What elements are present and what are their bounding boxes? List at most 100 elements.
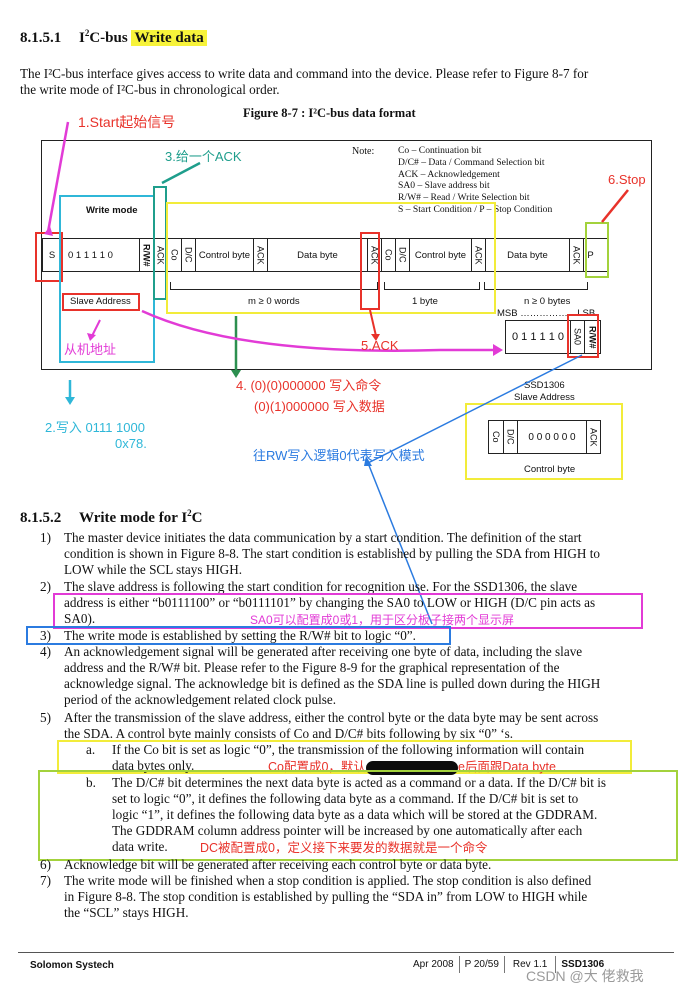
annotation-rw-note: 往RW写入逻辑0代表写入模式 [253, 448, 425, 463]
cb-ack-cell: ACK [586, 421, 600, 453]
list-item-line: After the transmission of the slave addr… [64, 710, 599, 725]
watermark: CSDN @大 佬救我 [526, 968, 644, 984]
list-item-line: condition is shown in Figure 8-8. The st… [64, 546, 601, 561]
rw-red-box [567, 314, 599, 358]
control-byte-detail-label: Control byte [524, 464, 576, 475]
rw-blue-box [26, 626, 451, 645]
list-item-number: 3) [40, 628, 51, 643]
intro-paragraph: The I²C-bus interface gives access to wr… [20, 66, 680, 98]
one-byte-label: 1 byte [412, 296, 438, 307]
annotation-stop: 6.Stop [608, 172, 646, 187]
bit-start-label: S [48, 249, 56, 261]
list-item-line: the SDA. A control byte mainly consists … [64, 726, 514, 741]
figure-caption: Figure 8-7 : I²C-bus data format [243, 106, 416, 120]
slave-address-label: Slave Address [70, 296, 131, 307]
list-item-line: address and the R/W# bit. Please refer t… [64, 660, 560, 675]
section-2-title: 8.1.5.2 Write mode for I2C [20, 508, 203, 527]
list-item-line: acknowledge signal. The acknowledge bit … [64, 676, 601, 691]
write-mode-box [59, 195, 155, 363]
rw-label: R/W# [587, 325, 598, 349]
sub-item-line: The GDDRAM column address pointer will b… [112, 823, 583, 838]
write-mode-label: Write mode [86, 205, 138, 216]
bit-data-label: Data byte [507, 249, 548, 261]
sub-item-a-text: If the Co bit is set as logic “0”, the t… [112, 742, 638, 774]
list-item-number: 7) [40, 873, 51, 888]
annotation-ack3: 3.给一个ACK [165, 149, 242, 164]
intro-line-2: the write mode of I²C-bus in chronologic… [20, 82, 280, 97]
list-item-number: 1) [40, 530, 51, 545]
figure-notes: Co – Continuation bit D/C# – Data / Comm… [398, 145, 552, 216]
slave-address-red-box [62, 293, 140, 311]
annotation-dc-note: DC被配置成0，定义接下来要发的数据就是一个命令 [200, 841, 488, 855]
bit-stop-label: P [587, 249, 594, 261]
footer-rule [18, 952, 674, 953]
bit-stop: P [583, 239, 597, 271]
list-item-line: in Figure 8-8. The stop condition is est… [64, 889, 588, 904]
list-item-line: The write mode will be finished when a s… [64, 873, 592, 888]
bit-ack-5: ACK [569, 239, 583, 271]
sub-item-line: The D/C# bit determines the next data by… [112, 775, 607, 790]
list-item-line: the “SCL” stays HIGH. [64, 905, 189, 920]
section-2-title-text: Write mode for I [79, 510, 188, 526]
bit-rw: R/W# [139, 239, 153, 271]
list-item-number: 6) [40, 857, 51, 872]
note-item: SA0 – Slave address bit [398, 180, 490, 192]
footer-meta: Apr 2008 P 20/59 Rev 1.1 SSD1306 [408, 956, 609, 973]
annotation-write-2: 0x78. [115, 436, 147, 451]
list-item-number: 5) [40, 710, 51, 725]
list-item-line: SA0). [64, 611, 96, 626]
bit-data-label: Data byte [297, 249, 338, 261]
annotation-start: 1.Start起始信号 [78, 114, 176, 130]
bit-sequence: S 0 1 1 1 1 0 R/W# ACK Co D/C Control by… [42, 238, 608, 272]
intro-line-1: The I²C-bus interface gives access to wr… [20, 66, 589, 81]
list-item-text: The master device initiates the data com… [64, 530, 660, 578]
section-2-title-end: C [191, 510, 203, 526]
ack3-box [153, 186, 167, 300]
section-2-number: 8.1.5.2 [20, 510, 62, 526]
one-byte-brace [384, 282, 480, 290]
section-title-prefix: I [79, 30, 85, 46]
bit-ack-4: ACK [471, 239, 485, 271]
section-number: 8.1.5.1 [20, 30, 62, 46]
sub-item-line: set to logic “0”, it defines the followi… [112, 791, 579, 806]
cb-ack-label: ACK [588, 427, 599, 447]
figure-note-label: Note: [352, 146, 375, 157]
rw-cell: R/W# [584, 321, 600, 353]
bit-control-label: Control byte [414, 249, 467, 261]
sub-item-b-text: The D/C# bit determines the next data by… [112, 775, 652, 855]
annotation-slave: 从机地址 [64, 342, 117, 357]
bit-control-byte-2: Control byte [409, 239, 471, 271]
sub-item-line: data write. [112, 839, 168, 854]
list-item-line: The slave address is following the start… [64, 579, 578, 594]
bit-data-byte-1: Data byte [267, 239, 367, 271]
bit-control-label: Control byte [198, 249, 251, 261]
bit-control-byte-1: Control byte [195, 239, 253, 271]
footer-part: SSD1306 [561, 959, 605, 970]
list-item-text: An acknowledgement signal will be genera… [64, 644, 660, 708]
control-byte-yellow-box [465, 403, 623, 480]
n-bytes-brace [484, 282, 588, 290]
list-item-text: After the transmission of the slave addr… [64, 710, 660, 742]
section-title-mid: C-bus [89, 30, 132, 46]
note-item: ACK – Acknowledgement [398, 168, 500, 180]
section-title: 8.1.5.1 I2C-bus Write data [20, 28, 207, 47]
bit-ack-label: ACK [255, 245, 266, 265]
list-item-line: An acknowledgement signal will be genera… [64, 644, 583, 659]
footer-rev: Rev 1.1 [505, 956, 557, 973]
list-item-line: address is either “b0111100” or “b011110… [64, 595, 596, 610]
list-item-text: Acknowledge bit will be generated after … [64, 857, 660, 873]
sub-item-b-marker: b. [86, 775, 96, 790]
footer-page: P 20/59 [460, 956, 505, 973]
figure-frame [41, 140, 652, 370]
section-title-highlight: Write data [131, 30, 207, 46]
bit-ack-label: ACK [369, 245, 380, 265]
list-item-text: The write mode is established by setting… [64, 628, 660, 644]
slave-address-detail: 0 1 1 1 1 0 SA0 R/W# [505, 320, 601, 354]
list-item-number: 4) [40, 644, 51, 659]
footer-company: Solomon Systech [30, 960, 114, 971]
bit-ack-2: ACK [253, 239, 267, 271]
annotation-write-1: 2.写入 0111 1000 [45, 420, 145, 435]
ssd-label: SSD1306 [524, 380, 565, 391]
sa0-magenta-box [53, 593, 643, 629]
sub-item-line: data bytes only. [112, 758, 195, 773]
